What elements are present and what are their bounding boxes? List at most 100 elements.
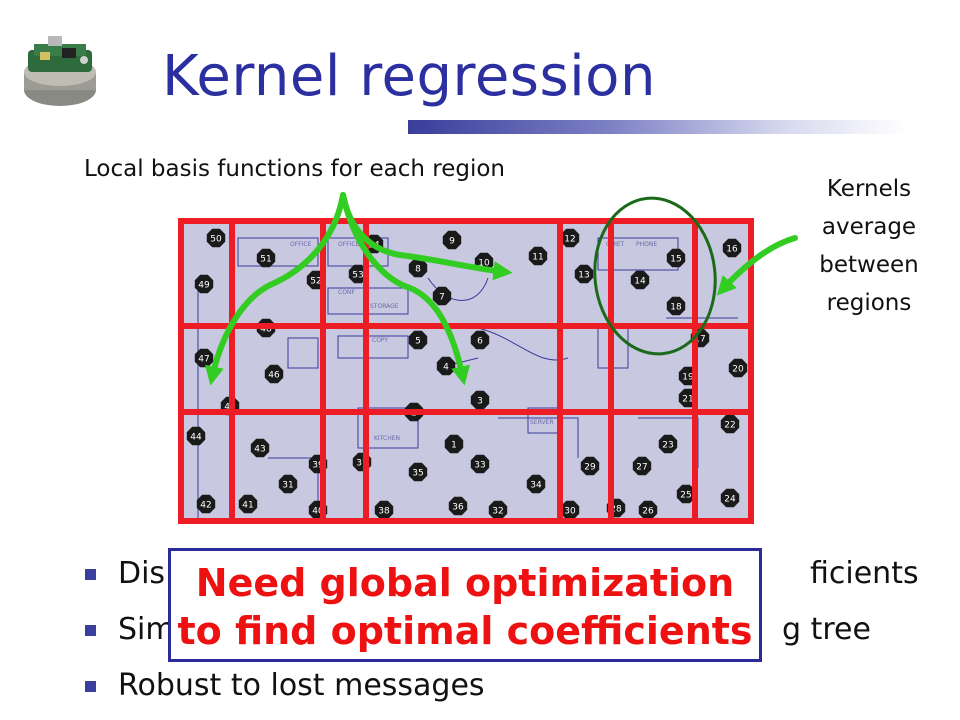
kernels-caption: Kernels average between regions <box>794 170 944 322</box>
sensor-node: 36 <box>448 496 468 516</box>
bullet-item: Robust to lost messages <box>82 664 485 720</box>
sensor-id-label: 46 <box>268 371 280 381</box>
sensor-id-label: 12 <box>564 235 575 245</box>
sensor-node: 32 <box>488 500 508 520</box>
sensor-id-label: 20 <box>732 365 744 375</box>
sensor-node: 6 <box>470 330 490 350</box>
sensor-id-label: 49 <box>198 281 210 291</box>
sensor-id-label: 33 <box>474 461 485 471</box>
sensor-id-label: 3 <box>477 397 483 407</box>
sensor-node: 23 <box>658 434 678 454</box>
sensor-id-label: 54 <box>368 241 380 251</box>
sensor-node: 42 <box>196 494 216 514</box>
room-label: COPY <box>372 337 388 344</box>
bullet-text-end: ficients <box>810 556 919 591</box>
bullet-marker <box>85 681 96 692</box>
slide-title: Kernel regression <box>162 44 656 109</box>
sensor-id-label: 26 <box>642 507 654 517</box>
sensor-id-label: 25 <box>680 491 691 501</box>
room-label: PHONE <box>636 241 657 248</box>
sensor-node: 27 <box>632 456 652 476</box>
sensor-node: 14 <box>630 270 650 290</box>
room-label: OFFICE <box>338 241 360 248</box>
sensor-node: 22 <box>720 414 740 434</box>
sensor-id-label: 43 <box>254 445 265 455</box>
sensor-id-label: 53 <box>352 271 363 281</box>
sensor-node: 50 <box>206 228 226 248</box>
sensor-id-label: 34 <box>530 481 542 491</box>
sensor-id-label: 51 <box>260 255 271 265</box>
sensor-id-label: 7 <box>439 293 445 303</box>
bullet-text-start: Sim <box>118 612 175 647</box>
sensor-id-label: 35 <box>412 469 423 479</box>
sensor-id-label: 8 <box>415 265 421 275</box>
sensor-node: 51 <box>256 248 276 268</box>
sensor-id-label: 41 <box>242 501 253 511</box>
sensor-id-label: 6 <box>477 337 483 347</box>
sensor-id-label: 13 <box>578 271 589 281</box>
sensor-id-label: 22 <box>724 421 735 431</box>
sensor-node: 9 <box>442 230 462 250</box>
callout-line: to find optimal coefficients <box>177 609 753 653</box>
sensor-id-label: 30 <box>564 507 576 517</box>
sensor-node: 44 <box>186 426 206 446</box>
sensor-id-label: 29 <box>584 463 596 473</box>
sensor-id-label: 5 <box>415 337 421 347</box>
local-basis-caption: Local basis functions for each region <box>84 156 505 182</box>
sensor-id-label: 18 <box>670 303 682 313</box>
sensor-id-label: 4 <box>443 363 449 373</box>
sensor-node: 8 <box>408 258 428 278</box>
sensor-id-label: 42 <box>200 501 211 511</box>
bullet-item: Dis ficients <box>82 552 919 608</box>
sensor-id-label: 21 <box>682 395 693 405</box>
room-label: OFFICE <box>290 241 312 248</box>
sensor-id-label: 40 <box>312 507 324 517</box>
kernels-caption-line: between <box>819 252 919 278</box>
sensor-node: 30 <box>560 500 580 520</box>
bullet-text-end: g tree <box>782 612 871 647</box>
sensor-node: 26 <box>638 500 658 520</box>
sensor-node: 10 <box>474 252 494 272</box>
sensor-id-label: 37 <box>356 459 367 469</box>
sensor-node: 11 <box>528 246 548 266</box>
sensor-id-label: 16 <box>726 245 738 255</box>
kernels-caption-line: average <box>821 214 917 240</box>
sensor-id-label: 1 <box>451 441 457 451</box>
sensor-id-label: 27 <box>636 463 647 473</box>
global-optimization-callout: Need global optimization to find optimal… <box>168 548 762 662</box>
sensor-id-label: 32 <box>492 507 503 517</box>
sensor-node: 33 <box>470 454 490 474</box>
bullet-marker <box>85 625 96 636</box>
sensor-id-label: 11 <box>532 253 543 263</box>
kernels-caption-line: regions <box>826 290 912 316</box>
kernels-caption-line: Kernels <box>826 176 912 202</box>
bullet-item: Sim g tree <box>82 608 871 664</box>
sensor-id-label: 28 <box>610 505 622 515</box>
sensor-node: 13 <box>574 264 594 284</box>
sensor-node: 49 <box>194 274 214 294</box>
room-label: CONF <box>338 289 355 296</box>
sensor-node: 4 <box>436 356 456 376</box>
sensor-node: 16 <box>722 238 742 258</box>
sensor-id-label: 10 <box>478 259 490 269</box>
sensor-node: 46 <box>264 364 284 384</box>
sensor-node: 3 <box>470 390 490 410</box>
sensor-node: 12 <box>560 228 580 248</box>
callout-line: Need global optimization <box>195 561 735 605</box>
sensor-node: 18 <box>666 296 686 316</box>
sensor-id-label: 38 <box>378 507 390 517</box>
sensor-node: 15 <box>666 248 686 268</box>
sensor-id-label: 47 <box>198 355 209 365</box>
sensor-id-label: 44 <box>190 433 202 443</box>
sensor-id-label: 19 <box>682 373 694 383</box>
sensor-id-label: 31 <box>282 481 293 491</box>
sensor-id-label: 14 <box>634 277 646 287</box>
sensor-node: 41 <box>238 494 258 514</box>
sensor-node: 1 <box>444 434 464 454</box>
room-label: KITCHEN <box>374 435 400 442</box>
sensor-node: 5 <box>408 330 428 350</box>
sensor-node: 31 <box>278 474 298 494</box>
sensor-mote-logo <box>24 36 96 106</box>
sensor-id-label: 39 <box>312 461 324 471</box>
